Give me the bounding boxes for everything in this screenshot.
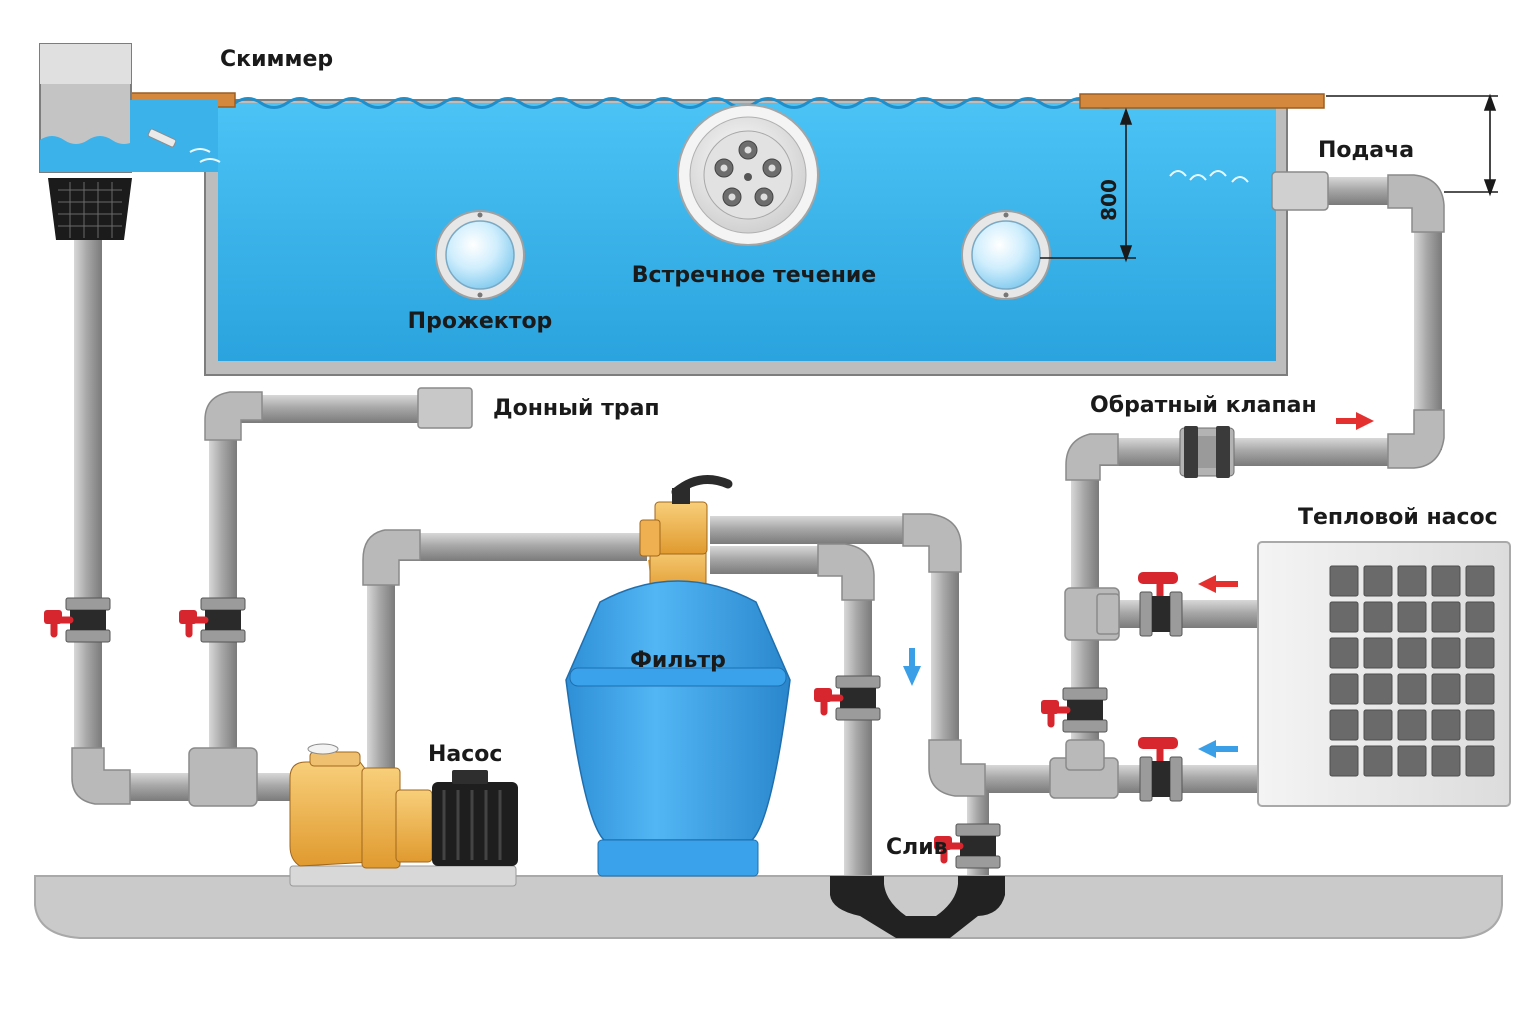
heat-pump-grille-cell [1363, 709, 1393, 741]
heat-pump-grille-cell [1431, 601, 1461, 633]
ball-valve-icon-heatpump-in[interactable] [1138, 737, 1183, 802]
heat-pump-grille-cell [1397, 565, 1427, 597]
ball-valve-icon-bypass[interactable] [1041, 687, 1108, 733]
ball-valve-icon-bottom-drain[interactable] [179, 597, 246, 643]
pool-light-left [435, 210, 525, 300]
label-supply: Подача [1318, 138, 1414, 163]
heat-pump-grille-cell [1431, 745, 1461, 777]
flow-arrow-icon-heatpump-out [1198, 575, 1238, 593]
heat-pump-grille-cell [1431, 565, 1461, 597]
label-filter: Фильтр [630, 648, 726, 673]
water-splash [189, 148, 1249, 183]
flow-arrows [903, 412, 1374, 758]
heat-pump-grille-cell [1329, 601, 1359, 633]
flow-arrow-icon-drain [903, 648, 921, 686]
heat-pump-grille-cell [1329, 745, 1359, 777]
heat-pump-grille-cell [1431, 673, 1461, 705]
heat-pump-grille-cell [1397, 673, 1427, 705]
heat-pump-grille-cell [1465, 673, 1495, 705]
label-counter-current: Встречное течение [632, 263, 876, 288]
heat-pump-grille-cell [1465, 745, 1495, 777]
skimmer [39, 43, 218, 240]
depth-dimension-value: 800 [1097, 179, 1121, 221]
heat-pump-grille-cell [1363, 601, 1393, 633]
heat-pump-grille-cell [1363, 637, 1393, 669]
ball-valve-icon-drain-outlet[interactable] [934, 823, 1001, 869]
heat-pump-grille-cell [1363, 565, 1393, 597]
ball-valve-icon-drain-line[interactable] [814, 675, 881, 721]
label-heat-pump: Тепловой насос [1298, 505, 1498, 530]
heat-pump-grille-cell [1329, 673, 1359, 705]
pool-light-right [961, 210, 1051, 300]
label-check-valve: Обратный клапан [1090, 393, 1317, 418]
heat-pump-grille-cell [1465, 565, 1495, 597]
ball-valve-icon-skimmer[interactable] [44, 597, 111, 643]
deck-right [1079, 93, 1325, 109]
heat-pump-grille-cell [1397, 745, 1427, 777]
heat-pump-grille-cell [1465, 637, 1495, 669]
pipe-fittings [71, 171, 1445, 807]
flow-arrow-icon-heatpump-in [1198, 740, 1238, 758]
label-skimmer: Скиммер [220, 47, 333, 72]
water-surface-wave [234, 97, 1120, 109]
skimmer-basket [48, 178, 132, 240]
heat-pump-grille-cell [1397, 601, 1427, 633]
heat-pump-grille-cell [1431, 637, 1461, 669]
label-bottom-drain: Донный трап [493, 396, 660, 421]
depth-dimension [1040, 93, 1498, 263]
flow-arrow-icon-check [1336, 412, 1374, 430]
floor [34, 875, 1503, 939]
label-pump: Насос [428, 742, 502, 767]
counter-current-nozzle-icon [677, 104, 819, 246]
label-spotlight: Прожектор [408, 309, 553, 334]
heat-pump-grille-cell [1465, 709, 1495, 741]
heat-pump-grille-cell [1431, 709, 1461, 741]
heat-pump-grille-cell [1363, 745, 1393, 777]
heat-pump-grille-cell [1329, 565, 1359, 597]
heat-pump-grille-cell [1397, 637, 1427, 669]
heat-pump-grille-cell [1397, 709, 1427, 741]
check-valve[interactable] [1179, 426, 1235, 478]
valves-group [44, 572, 1183, 869]
heat-pump-unit [1257, 541, 1511, 807]
drain-trap [830, 876, 1005, 938]
circulation-pump [289, 743, 518, 887]
label-drain: Слив [886, 835, 948, 860]
heat-pump-grille-cell [1465, 601, 1495, 633]
heat-pump-grille-cell [1329, 709, 1359, 741]
heat-pump-grille-cell [1363, 673, 1393, 705]
sand-filter [565, 475, 791, 877]
heat-pump-grille-cell [1329, 637, 1359, 669]
ball-valve-icon-heatpump-out[interactable] [1138, 572, 1183, 637]
